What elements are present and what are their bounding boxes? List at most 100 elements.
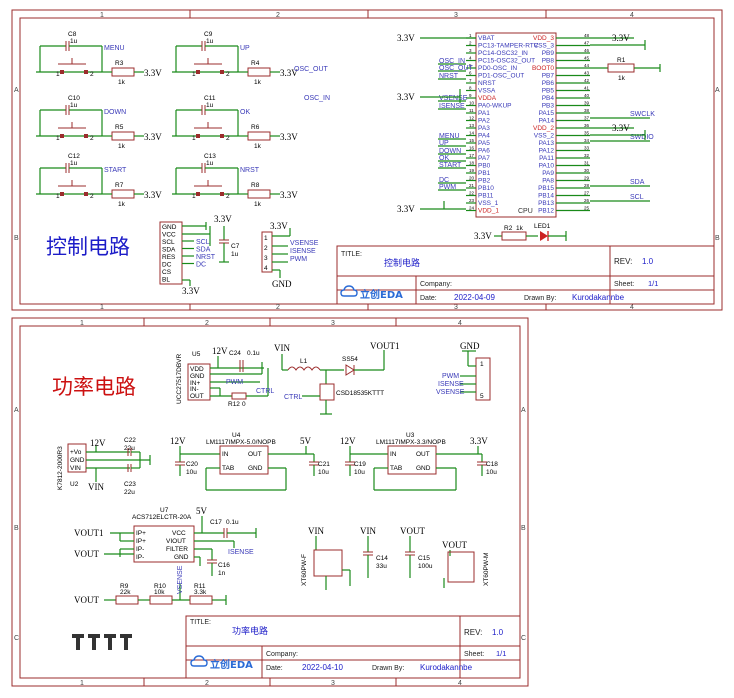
svg-text:8: 8 [469,86,472,91]
mcu-pin-pb8: PB8 [542,58,555,65]
oled-3v3-bottom-label: 3.3V [182,286,200,296]
p-ruler-col-1: 1 [80,320,84,327]
xt60in-vin: VIN [308,526,324,536]
svg-text:43: 43 [584,71,590,76]
ruler-col-2: 2 [276,12,280,19]
ruler-col-2-bottom: 2 [276,304,280,311]
svg-text:37: 37 [584,116,590,121]
svg-text:42: 42 [584,78,590,83]
voltage-divider: VOUT VSENSE R9 22k R10 10k R11 3.3k [74,565,227,605]
svg-text:46: 46 [584,48,590,53]
rev-label: REV: [464,628,482,637]
u5-pin-out: OUT [190,393,204,400]
sheet-value: 1/1 [648,279,658,288]
oled-net-nrst: NRST [196,254,216,261]
svg-text:28: 28 [584,183,590,188]
oled-pin-sda: SDA [162,247,176,254]
svg-text:16: 16 [469,146,475,151]
svg-text:19: 19 [469,168,475,173]
c18-designator: C18 [486,461,498,468]
mcu-pin-pa9: PA9 [542,170,554,177]
xt60out-vout: VOUT [442,540,467,550]
power-heading: 功率电路 [52,375,136,399]
r1-resistor [607,63,635,73]
svg-text:4: 4 [469,56,472,61]
mcu-pin-vdda: VDDA [478,95,497,102]
u3-part: LM1117IMPX-3.3/NOPB [376,439,446,446]
u4-12v: 12V [170,436,186,446]
c24-value: 0.1u [247,350,260,357]
mcu-pin-vssa: VSSA [478,88,496,95]
u7-vout1: VOUT1 [74,528,104,538]
u7-pin-ip1: IP+ [136,530,146,537]
sheet-value: 1/1 [496,649,506,658]
c14-vin: VIN [360,526,376,536]
svg-text:6: 6 [469,71,472,76]
buck-vout1: VOUT1 [370,341,400,351]
svg-text:4: 4 [264,265,268,272]
p-ruler-col-3-bottom: 3 [331,680,335,687]
u5-part: UCC27517DBVR [176,353,183,404]
mcu-label: CPU [518,208,533,215]
p-ruler-row-a: A [14,407,19,414]
sheet-label: Sheet: [614,281,634,288]
mcu: VBAT1PC13-TAMPER-RTC2PC14-OSC32_IN3PC15-… [397,32,661,241]
mcu-pin-pb5: PB5 [542,88,555,95]
mcu-net-start: START [439,162,462,169]
rev-value: 1.0 [492,628,504,637]
svg-text:13: 13 [469,123,475,128]
cap-value: 1u [206,160,214,167]
c18-value: 10u [486,469,497,476]
ruler-row-b-right: B [715,235,720,242]
r12-value: 0 [242,401,246,408]
cap-value: 1u [206,38,214,45]
svg-text:48: 48 [584,33,590,38]
mcu-pin-pc15-osc32_out: PC15-OSC32_OUT [478,58,535,65]
led1-designator: LED1 [534,223,551,230]
r2-resistor [501,231,527,241]
c14-designator: C14 [376,555,388,562]
u3-3v3: 3.3V [470,436,488,446]
mcu-net-up: UP [439,140,449,147]
u5-pin-inn: IN- [190,386,199,393]
button-net: OK [240,109,250,116]
ss54-label: SS54 [342,356,358,363]
u3-designator: U3 [406,432,415,439]
c23-designator: C23 [124,481,136,488]
sheet-label: Sheet: [464,651,484,658]
u2-pin-gnd: GND [70,457,85,464]
mcu-pin-pb4: PB4 [542,95,555,102]
oled-pin-dc: DC [162,262,172,269]
u4-part: LM1117IMPX-5.0/NOPB [206,439,276,446]
mcu-pin-vdd_1: VDD_1 [478,208,499,215]
cap-value: 1u [70,38,78,45]
c19-value: 10u [354,469,365,476]
mosfet-part: CSD18535KTTT [336,390,384,397]
mcu-net-pwm: PWM [439,184,456,191]
mcu-vdd3-3v3: 3.3V [612,33,630,43]
mcu-net-down: DOWN [439,148,461,155]
svg-text:3: 3 [264,255,268,262]
mcu-pin-pb10: PB10 [478,185,494,192]
mcu-pin-pb9: PB9 [542,50,555,57]
p-ruler-col-3: 3 [331,320,335,327]
res-designator: R6 [251,124,260,131]
svg-text:34: 34 [584,138,590,143]
mcu-pin-pc14-osc32_in: PC14-OSC32_IN [478,50,528,57]
u4-pin-out: OUT [248,451,262,458]
xt60-input [313,549,343,577]
svg-text:39: 39 [584,101,590,106]
mcu-pin-pb7: PB7 [542,73,555,80]
p-ruler-col-1-bottom: 1 [80,680,84,687]
c7-designator: C7 [231,243,240,250]
svg-text:1: 1 [56,71,60,78]
svg-text:14: 14 [469,131,475,136]
buck-converter: VIN L1 SS54 VOUT1 CSD18535KTTT CTRL [274,341,400,415]
conn-net-isense: ISENSE [290,248,316,255]
mcu-pin-pa5: PA5 [478,140,490,147]
mcu-pin-nrst: NRST [478,80,496,87]
